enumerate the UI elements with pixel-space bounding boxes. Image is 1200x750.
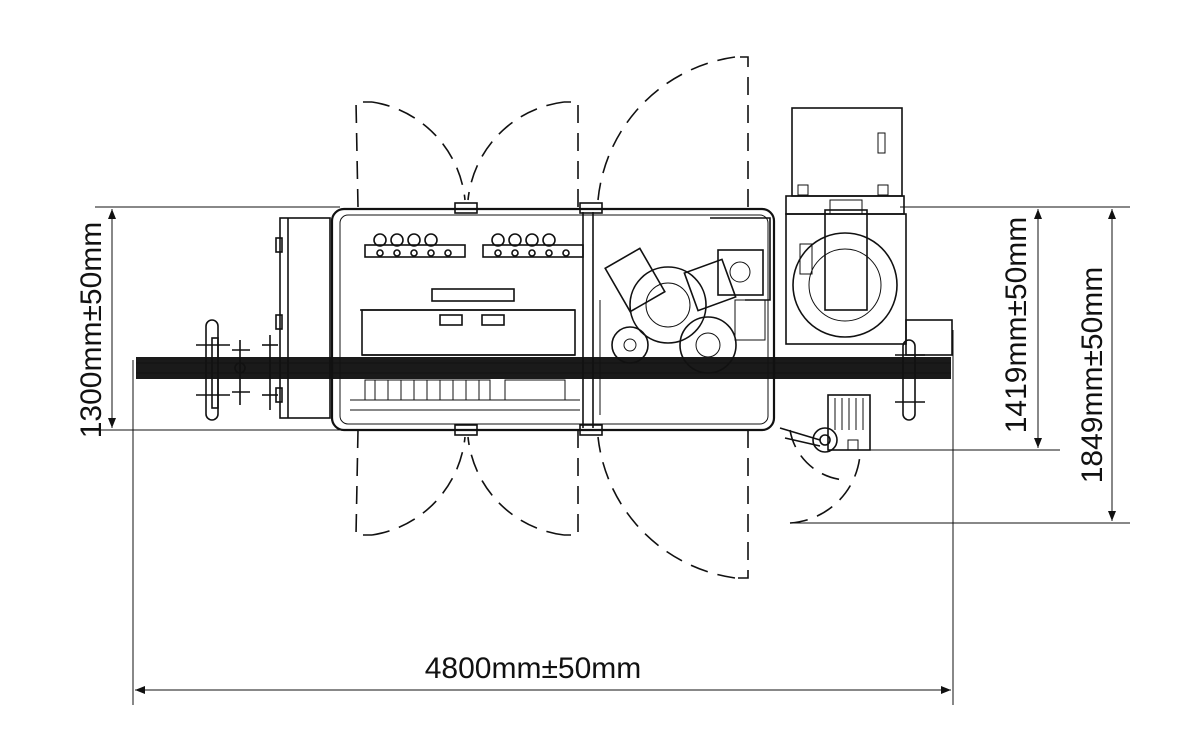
infeed-guides — [196, 319, 278, 421]
conveyor-belt — [136, 357, 951, 379]
labeling-unit — [785, 195, 953, 356]
door-swing-arcs — [355, 56, 861, 579]
filling-nozzles-left — [364, 233, 466, 258]
control-cabinet — [275, 217, 331, 419]
filling-station — [350, 288, 580, 411]
frame-width-label: 1300mm±50mm — [75, 222, 108, 439]
frame-width-dimension: 1300mm±50mm — [75, 209, 116, 439]
overall-width-dimension: 1849mm±50mm — [1076, 209, 1116, 521]
dimension-lines — [95, 206, 1130, 705]
door-hinges — [454, 202, 603, 436]
body-width-label: 1419mm±50mm — [1000, 217, 1033, 434]
capping-station — [599, 217, 771, 415]
length-dimension-label: 4800mm±50mm — [425, 652, 642, 685]
body-width-dimension: 1419mm±50mm — [1000, 209, 1042, 448]
main-frame — [330, 207, 776, 432]
length-dimension: 4800mm±50mm — [135, 652, 951, 694]
outfeed-guide — [895, 339, 925, 421]
filling-nozzles-right — [482, 233, 584, 258]
label-reel — [779, 394, 871, 453]
electrical-box — [791, 107, 903, 197]
overall-width-label: 1849mm±50mm — [1076, 267, 1109, 484]
